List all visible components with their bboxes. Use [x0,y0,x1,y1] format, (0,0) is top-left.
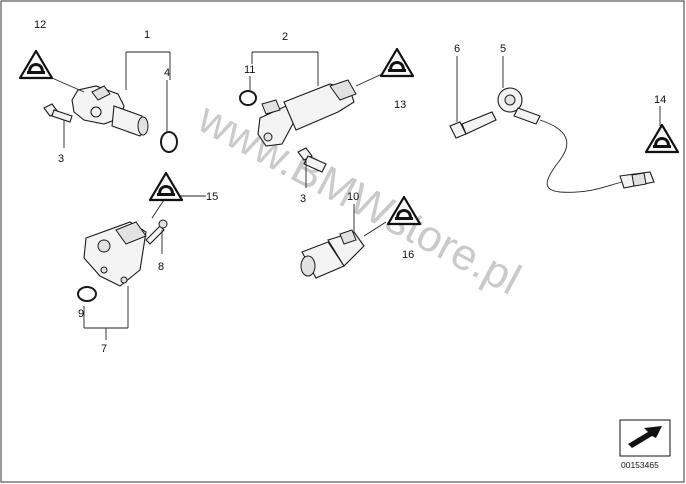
part-1-sensor[interactable] [71,85,149,137]
part-7-pressure-sensor[interactable] [83,221,147,287]
part-11-oring[interactable] [239,90,257,106]
leader-2 [251,51,319,86]
leader-7 [83,286,129,329]
part-8-screw[interactable] [145,219,168,245]
leader-1 [125,51,171,90]
warning-badge-14 [644,123,680,154]
callout-12: 12 [34,19,46,31]
part-5-knock-sensor[interactable] [497,87,655,193]
leader-13 [355,73,383,87]
warning-badge-13 [379,47,415,78]
part-9-oring[interactable] [77,286,97,302]
leader-12 [51,77,85,93]
leader-16 [363,221,387,237]
part-2-sensor[interactable] [257,79,357,147]
callout-7: 7 [101,343,107,355]
callout-16: 16 [402,249,414,261]
callout-2: 2 [282,31,288,43]
callout-9: 9 [78,308,84,320]
callout-8: 8 [158,261,164,273]
part-6-bolt[interactable] [449,111,497,139]
callout-13: 13 [394,99,406,111]
callout-11: 11 [244,64,255,76]
knock-sensor-cable [539,119,623,193]
part-3a-bolt[interactable] [43,103,73,123]
callout-10: 10 [347,191,359,203]
diagram-code: 00153465 [621,460,659,470]
callout-15: 15 [206,191,218,203]
diagram-code-box: 00153465 [619,419,671,470]
callout-4: 4 [164,67,170,79]
part-3b-bolt[interactable] [297,147,327,173]
callout-6: 6 [454,43,460,55]
callout-1: 1 [144,29,150,41]
leader-15b [151,199,165,219]
arrow-icon [628,426,662,448]
warning-badge-15 [148,171,184,202]
callout-3a: 3 [58,153,64,165]
part-10-temp-sensor[interactable] [300,229,365,279]
part-4-oring[interactable] [160,131,178,153]
callout-14: 14 [654,94,666,106]
callout-5: 5 [500,43,506,55]
warning-badge-12 [18,49,54,80]
callout-3b: 3 [300,193,306,205]
